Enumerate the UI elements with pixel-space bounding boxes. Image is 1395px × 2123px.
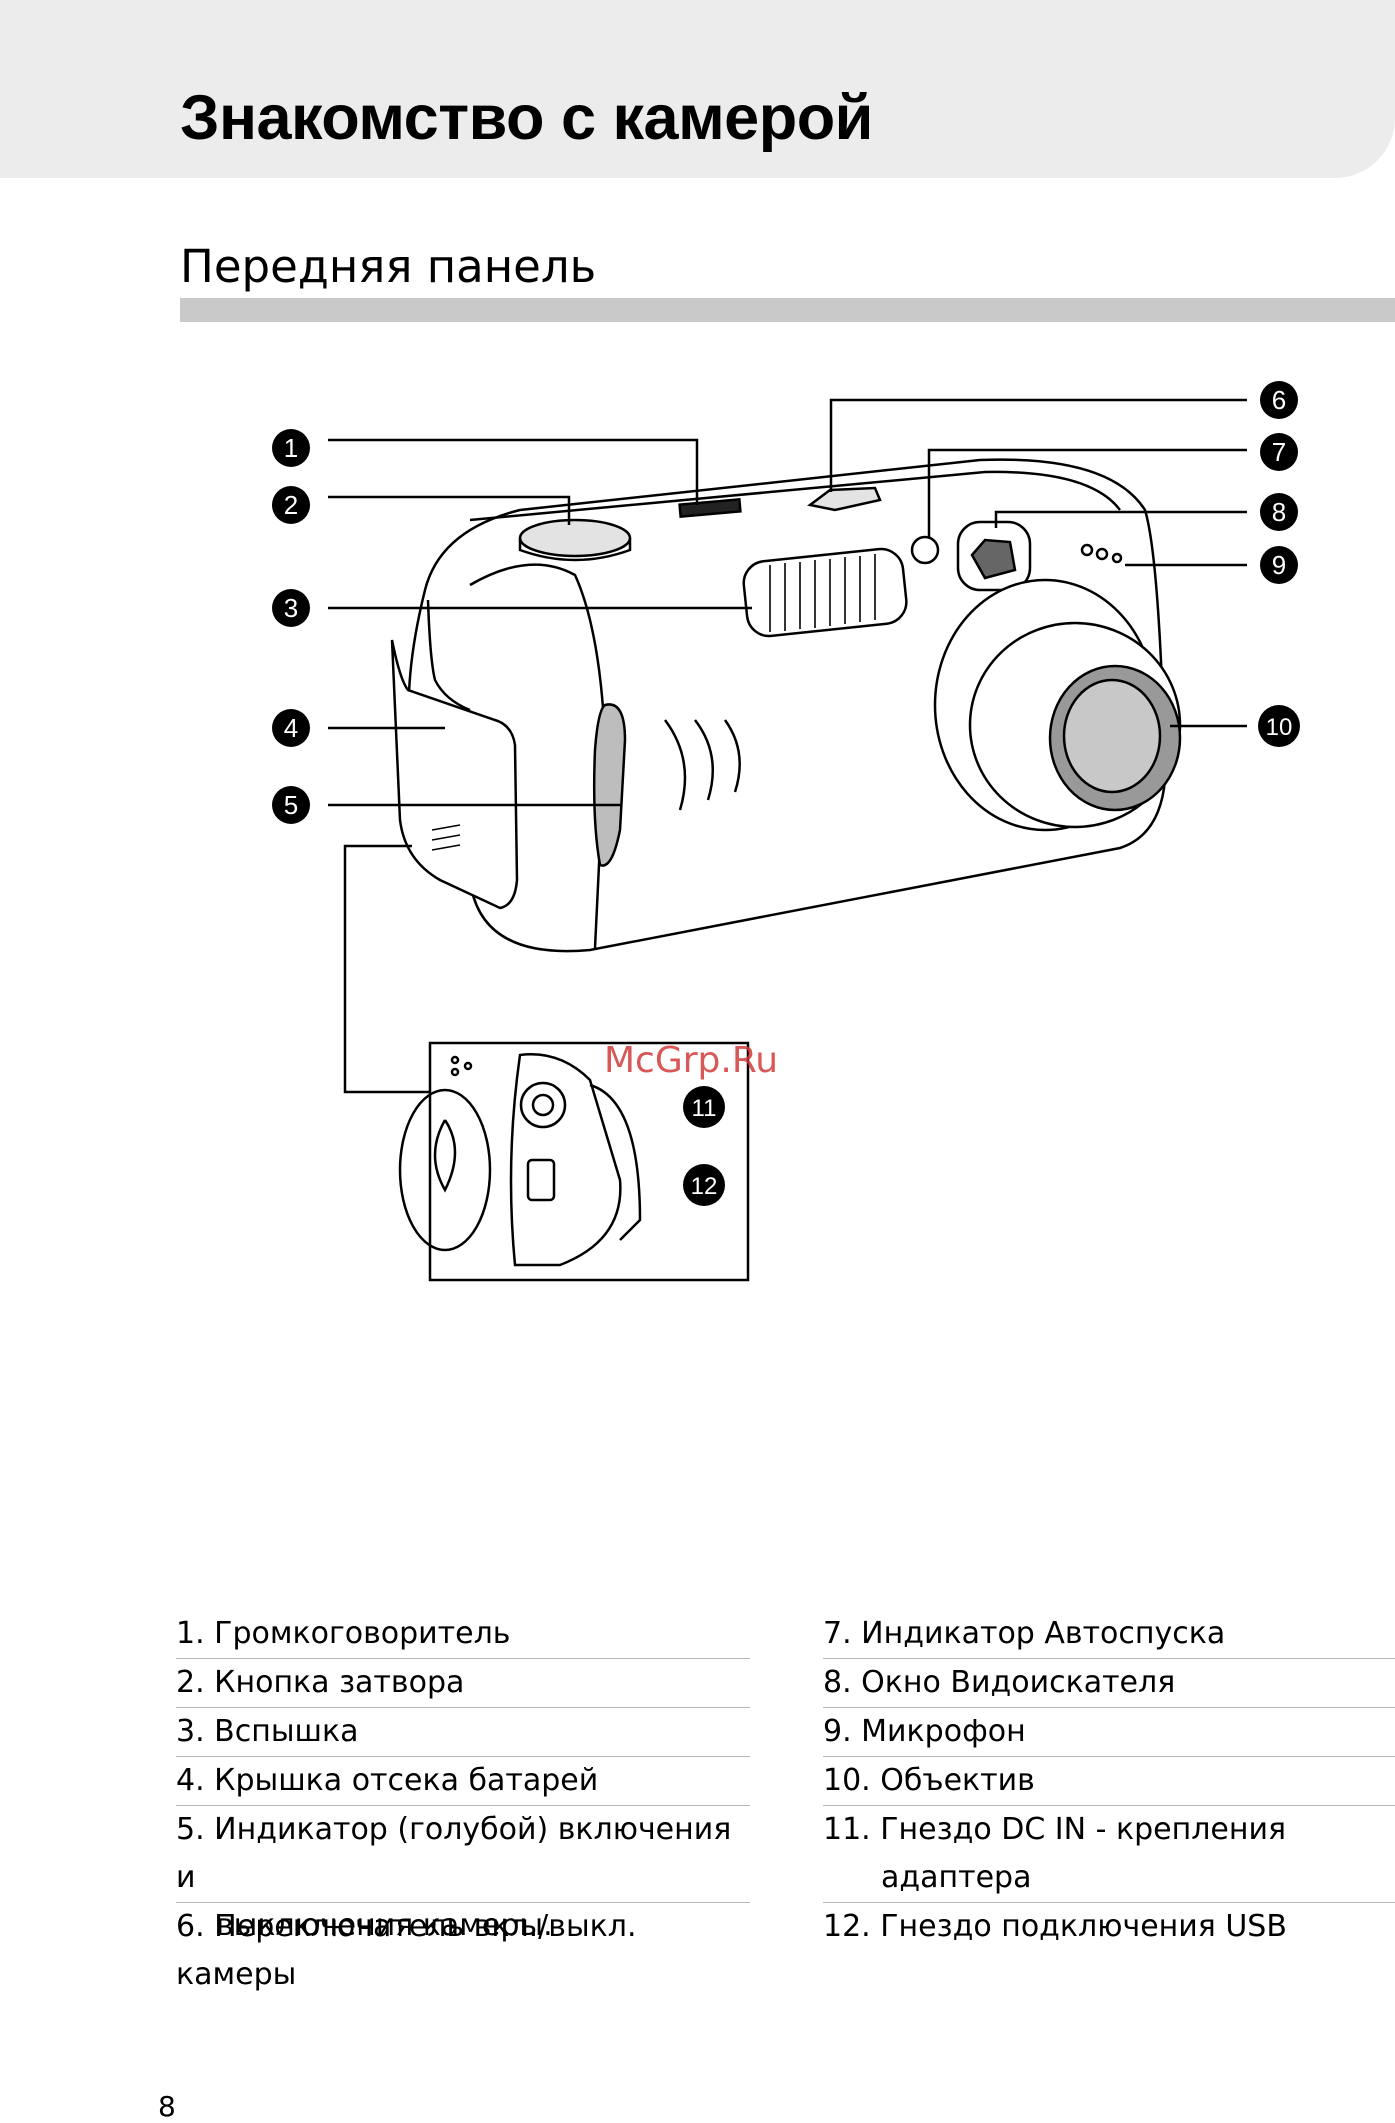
svg-text:2: 2: [284, 490, 298, 520]
callout-8: 8: [1260, 493, 1298, 531]
svg-text:6: 6: [1272, 385, 1286, 415]
legend-item: 8. Окно Видоискателя: [823, 1659, 1395, 1708]
svg-text:3: 3: [284, 593, 298, 623]
callout-2: 2: [272, 486, 310, 524]
camera-body: [390, 458, 1182, 953]
callout-1: 1: [272, 429, 310, 467]
svg-text:4: 4: [284, 713, 298, 743]
svg-text:8: 8: [1272, 497, 1286, 527]
legend-item: 4. Крышка отсека батарей: [176, 1757, 750, 1806]
svg-text:1: 1: [284, 433, 298, 463]
legend-item: 7. Индикатор Автоспуска: [823, 1610, 1395, 1659]
svg-text:11: 11: [692, 1095, 717, 1122]
legend-item: 1. Громкоговоритель: [176, 1610, 750, 1659]
camera-diagram: 1 2 3 4 5 6 7 8 9 10 11 12: [272, 381, 1300, 1282]
callout-3: 3: [272, 589, 310, 627]
legend-item: 3. Вспышка: [176, 1708, 750, 1757]
page-number: 8: [158, 2090, 176, 2123]
callout-4: 4: [272, 709, 310, 747]
page-title: Знакомство с камерой: [180, 83, 873, 153]
inset-detail: [398, 1041, 750, 1282]
callout-12: 12: [683, 1164, 725, 1206]
legend-right: 7. Индикатор Автоспуска 8. Окно Видоиска…: [823, 1610, 1395, 1951]
callout-6: 6: [1260, 381, 1298, 419]
section-title: Передняя панель: [180, 240, 597, 293]
legend-item: 10. Объектив: [823, 1757, 1395, 1806]
callout-9: 9: [1260, 546, 1298, 584]
svg-text:7: 7: [1272, 437, 1286, 467]
callout-7: 7: [1260, 433, 1298, 471]
watermark: McGrp.Ru: [604, 1040, 779, 1081]
header-band: [0, 0, 1395, 178]
legend-left: 1. Громкоговоритель 2. Кнопка затвора 3.…: [176, 1610, 750, 1999]
svg-text:9: 9: [1272, 550, 1286, 580]
callout-10: 10: [1258, 705, 1300, 747]
legend-item: 12. Гнездо подключения USB: [823, 1909, 1287, 1944]
svg-text:5: 5: [284, 790, 298, 820]
legend-item: 6. Переключатель вкл./выкл. камеры: [176, 1909, 637, 1992]
callout-badges: 1 2 3 4 5 6 7 8 9 10 11 12: [272, 381, 1300, 1206]
section-rule: [180, 298, 1395, 322]
legend-item: 2. Кнопка затвора: [176, 1659, 750, 1708]
callout-5: 5: [272, 786, 310, 824]
legend-item: 9. Микрофон: [823, 1708, 1395, 1757]
callout-11: 11: [683, 1086, 725, 1128]
svg-text:12: 12: [691, 1173, 718, 1200]
svg-text:10: 10: [1266, 714, 1293, 741]
